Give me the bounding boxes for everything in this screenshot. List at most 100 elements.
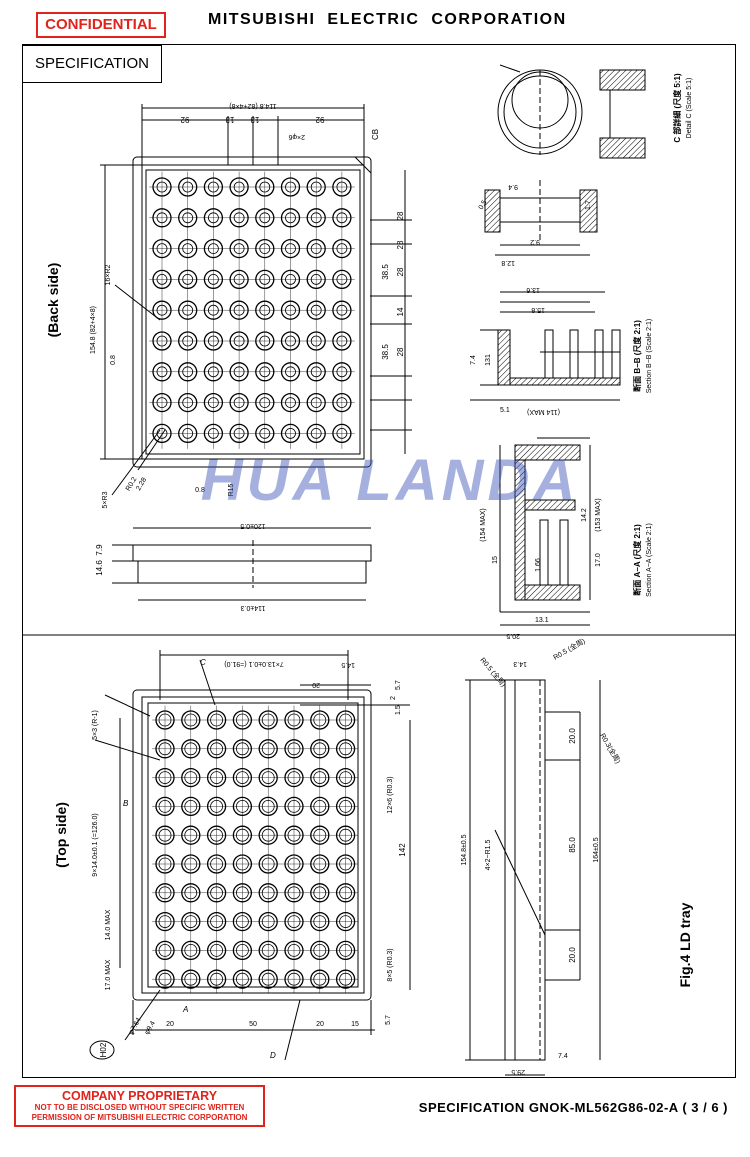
h02-stamp (89, 1040, 115, 1060)
h02-text: H02 (99, 1042, 108, 1057)
dim-20c: 20 (316, 1021, 324, 1028)
dim-20: 20 (312, 681, 320, 688)
dim-12-8: 12.8 (501, 259, 515, 266)
section-aa-title: 断面 A−A (尺度 2:1) (632, 524, 642, 596)
dim-15-8: 15.8 (531, 306, 545, 313)
dim-1-7: 1.7 (585, 200, 592, 210)
detail-c-title: C 部詳細 (尺度 5:1) (672, 73, 682, 143)
dim-7-9: 7.9 (95, 544, 104, 556)
dim-13-1: 13.1 (535, 617, 549, 624)
dim-17max: 17.0 MAX (105, 959, 112, 990)
dim-2x6: 2×φ6 (288, 133, 305, 140)
dim-5r3: 5×R3 (102, 491, 109, 508)
dim-7x13: 7×13.0±0.1 (=91.0) (224, 660, 284, 667)
dim-13a: 13 (225, 115, 234, 124)
dim-92a: 92 (180, 115, 189, 124)
dim-13b: 13 (250, 115, 259, 124)
dim-1-5: 1.5 (395, 705, 402, 715)
dim-5-7a: 5.7 (395, 680, 402, 690)
proprietary-line-2: PERMISSION OF MITSUBISHI ELECTRIC CORPOR… (31, 1113, 248, 1122)
dim-20v: 20.0 (568, 728, 577, 744)
dim-5x3: 5×3 (R-1) (92, 710, 99, 740)
dim-28b: 28 (396, 240, 405, 249)
dim-20b: 20 (166, 1021, 174, 1028)
dim-9-4: 9.4 (508, 183, 518, 190)
section-aa-view (499, 437, 591, 626)
spec-number: SPECIFICATION GNOK-ML562G86-02-A ( 3 / 6… (418, 1100, 728, 1115)
dim-8x5: 8×5 (R0.3) (387, 948, 394, 981)
dim-14max: 14.0 MAX (105, 909, 112, 940)
dim-142: 142 (398, 843, 407, 857)
dim-114-8: 114.8 (82+4×8) (229, 102, 276, 109)
specification-label: SPECIFICATION (22, 45, 162, 83)
dim-15a: 15 (492, 556, 499, 564)
dim-2-28: 2.28 (135, 477, 148, 492)
dim-14-6: 14.6 (95, 560, 104, 576)
dim-131: 131 (485, 354, 492, 366)
dim-16r2: 16×R2 (105, 264, 112, 285)
dim-154-8: 154.8 (82+4×8) (90, 306, 97, 354)
dim-50: 50 (249, 1021, 257, 1028)
dim-29: 29.5 (511, 1068, 525, 1075)
dim-14-5: 14.5 (341, 661, 355, 668)
dim-38-5b: 38.5 (381, 344, 390, 360)
dim-1-66: 1.66 (535, 558, 542, 572)
dim-12x6: 12×6 (R0.3) (387, 776, 394, 813)
dim-28c: 28 (396, 267, 405, 276)
dim-phi9-4: φ9.4 (144, 1020, 157, 1036)
section-bb-title-en: Section B−B (Scale 2:1) (646, 319, 653, 394)
figure-caption: Fig.4 LD tray (677, 902, 693, 987)
detail-c-view (484, 64, 646, 256)
section-bb-view (470, 291, 621, 401)
dim-154v: 154.8±0.5 (461, 834, 468, 865)
company-name: MITSUBISHI ELECTRIC CORPORATION (208, 11, 567, 28)
section-marker-b: B (123, 799, 129, 808)
back-side-view (100, 104, 412, 496)
dim-7-4b: 7.4 (558, 1053, 568, 1060)
dim-28a: 28 (396, 211, 405, 220)
dim-114b: 114±0.3 (241, 604, 266, 611)
dim-7-4: 7.4 (470, 355, 477, 365)
drawing-frame (22, 44, 736, 1078)
section-marker-a: A (182, 1005, 188, 1014)
dim-r0-3: R0.3(全周) (598, 732, 623, 765)
tray-long-side-view (465, 679, 601, 1076)
detail-marker-c: C (200, 658, 206, 667)
dim-144: (114 MAX) (527, 408, 560, 415)
dim-0-5: 0.5 (478, 199, 489, 211)
tray-side-profile (112, 527, 372, 601)
dim-5-1: 5.1 (500, 407, 510, 414)
dim-14-2: 14.2 (581, 508, 588, 522)
back-side-label: (Back side) (45, 263, 61, 338)
dim-0-8: 0.8 (110, 355, 117, 365)
dim-164: 164±0.5 (593, 837, 600, 862)
dim-14-3: 14.3 (513, 660, 527, 667)
dim-cb: CB (371, 129, 380, 140)
dim-38-5a: 38.5 (381, 264, 390, 280)
top-side-view (94, 650, 411, 1061)
dim-r0-5a: R0.5 (全周) (478, 656, 508, 689)
dim-r0-5b: R0.5 (全周) (552, 636, 587, 661)
confidential-badge: CONFIDENTIAL (36, 12, 166, 38)
proprietary-line-1: NOT TO BE DISCLOSED WITHOUT SPECIFIC WRI… (34, 1103, 245, 1112)
dim-15b: 15 (351, 1021, 359, 1028)
section-bb-title: 断面 B−B (尺度 2:1) (632, 320, 642, 392)
dim-0-8b: 0.8 (195, 487, 205, 494)
dim-2: 2 (390, 696, 397, 700)
dim-4x2: 4×2−R1.5 (485, 840, 492, 871)
dim-9-2: 9.2 (530, 238, 540, 245)
dim-9x14: 9×14.0±0.1 (=126.0) (92, 813, 99, 876)
dim-154: (154 MAX) (480, 508, 487, 541)
dim-17: 17.0 (595, 553, 602, 567)
dim-20-5: 20.5 (506, 632, 520, 639)
detail-c-title-en: Detail C (Scale 5:1) (686, 78, 693, 139)
dim-phi7-64: φ7.64 (128, 1017, 143, 1036)
dim-120: 120±0.5 (240, 522, 265, 529)
proprietary-title: COMPANY PROPRIETARY (61, 1089, 218, 1103)
marker-d: D (270, 1051, 276, 1060)
dim-20v2: 20.0 (568, 947, 577, 963)
dim-92b: 92 (315, 115, 324, 124)
proprietary-notice: COMPANY PROPRIETARY NOT TO BE DISCLOSED … (14, 1085, 265, 1127)
dim-5-7b: 5.7 (385, 1015, 392, 1025)
